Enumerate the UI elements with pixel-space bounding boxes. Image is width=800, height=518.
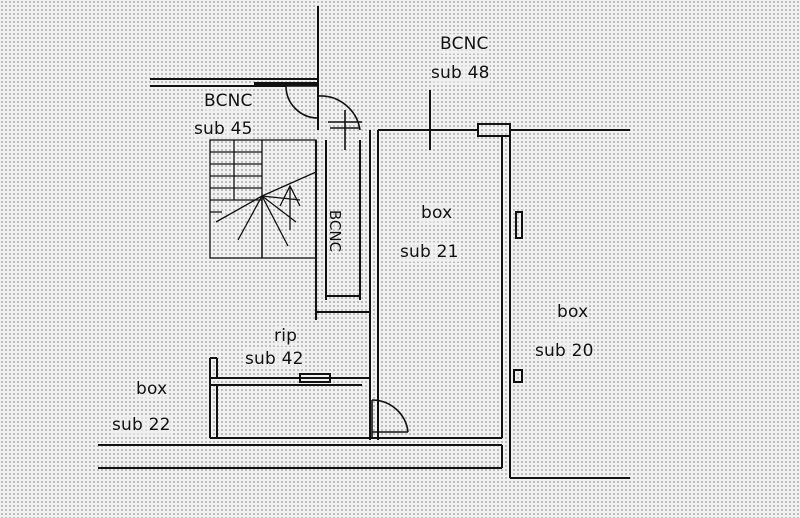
rip-42-sub: sub 42 [245, 349, 304, 369]
box-20-sub: sub 20 [535, 341, 594, 361]
box-22-name: box [136, 379, 168, 399]
box-21-name: box [421, 203, 453, 223]
box-20-name: box [557, 302, 589, 322]
upper-boundary [150, 6, 630, 150]
bcnc-corridor-label: BCNC [326, 209, 345, 253]
box-22-sub: sub 22 [112, 415, 171, 435]
bcnc-45-name: BCNC [204, 91, 253, 111]
bcnc-48-sub: sub 48 [431, 63, 490, 83]
bcnc-45-sub: sub 45 [194, 119, 253, 139]
rip-42-name: rip [274, 326, 298, 346]
staircase [209, 139, 317, 259]
rip-42-walls [209, 357, 372, 439]
bottom-boundary [98, 444, 630, 479]
upper-doors [285, 85, 362, 150]
box-21-walls [372, 136, 523, 478]
box-21-sub: sub 21 [400, 242, 459, 262]
corridor [315, 130, 379, 440]
bcnc-48-name: BCNC [440, 34, 489, 54]
box-21-door [371, 399, 409, 438]
